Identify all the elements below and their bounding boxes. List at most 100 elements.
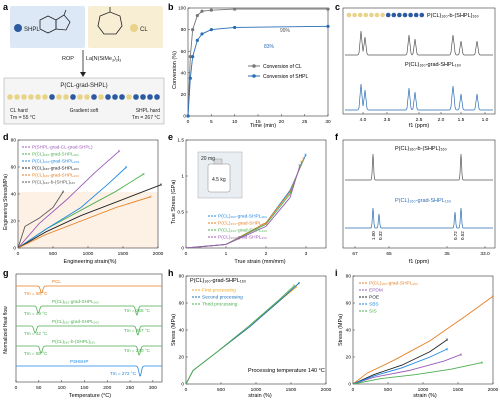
i-ylabel: Stress (MPa): [338, 314, 344, 346]
chain-bead: [111, 93, 119, 101]
data-point: [200, 9, 204, 13]
x-tick-label: 1000: [418, 387, 429, 393]
data-point: [326, 7, 330, 11]
panel-a-scheme: SHPL CL ROP La[N(SiMe3)2]3 P(CL-grad-SHP…: [3, 6, 165, 125]
panel-f-nmr: P(CL)₁₆₀-b-(SHPL)₁₆₀ P(CL)₁₆₀-grad-SHPL₁…: [342, 139, 496, 265]
chain-bead: [125, 93, 133, 101]
h-xlabel: strain (%): [248, 393, 272, 399]
d-xlabel: Engineering strain(%): [64, 259, 117, 265]
shpl-dot-icon: [14, 24, 22, 32]
dsc-tm2-label: Tm = 265 °C: [124, 308, 151, 313]
shpl-structure: [39, 9, 71, 34]
block-bead: [391, 12, 397, 18]
panel-label-f: f: [335, 132, 338, 142]
f-xlabel: f1 (ppm): [409, 259, 430, 265]
data-point: [195, 38, 199, 43]
y-tick-label: 1.5: [177, 138, 184, 144]
legend-label: First processing: [202, 288, 236, 294]
f-tick-label: 67: [352, 251, 358, 257]
data-point: [233, 25, 237, 30]
x-tick-label: 500: [217, 387, 225, 393]
y-tick-label: 0: [183, 114, 186, 120]
nmr-trace: [345, 30, 493, 56]
dsc-trace-label: P(CL)₁₆₀-grad-SHPL₂₀₀: [52, 319, 99, 324]
break-mark: ×: [293, 283, 296, 289]
dsc-trace-label: P3HSHP: [70, 359, 88, 364]
y-tick-label: 0.5: [177, 210, 184, 216]
panel-label-h: h: [168, 268, 174, 278]
h-title: P(CL)₁₆₀-grad-SHPL₁₆₀: [190, 278, 246, 284]
e-inset-scale: 4.5 kg: [212, 177, 226, 183]
block-bead: [346, 12, 352, 18]
plot-frame: [185, 139, 327, 249]
data-point: [191, 55, 195, 59]
c-tick-label: 2.0: [438, 117, 445, 123]
y-tick-label: 80: [179, 274, 185, 280]
series-line: [17, 166, 127, 249]
block-bead: [380, 12, 385, 18]
reaction-arrow-head: [80, 72, 86, 77]
g-tick-label: 0: [15, 385, 18, 391]
y-tick-label: 20: [11, 219, 17, 225]
block-bead: [413, 12, 419, 18]
block-bead: [419, 12, 425, 18]
f-tick-label: 33.0: [480, 251, 490, 257]
f-int-2: 0.32: [378, 231, 383, 240]
segment-shpl-tm: Tm = 267 °C: [132, 115, 161, 121]
chain-bead: [97, 93, 105, 101]
legend-label: P(CL)₁₆₀-b-(SHPL)₁₆₀: [32, 180, 75, 185]
break-mark: ×: [298, 163, 301, 169]
series-line: [187, 8, 328, 117]
panel-g-dsc: Normalized Heat flow Temperature (°C) PC…: [3, 273, 163, 399]
c-tick-label: 1.0: [482, 117, 489, 123]
legend-label: P(CL)₂₀₀-grad-SHPL₁₀₀: [218, 228, 267, 234]
b-ylabel: Conversion (%): [172, 51, 178, 89]
y-tick-label: 0: [13, 246, 16, 252]
chain-bead: [90, 93, 98, 101]
dsc-trace: [16, 305, 162, 316]
jug-cap-icon: [213, 158, 223, 165]
data-point: [326, 24, 330, 28]
dsc-trace-label: P(CL)₁₆₀-grad-SHPL₁₆₀: [52, 299, 99, 304]
series-line: [17, 150, 120, 249]
block-bead: [402, 12, 408, 18]
block-bead: [369, 12, 374, 18]
d-shade: [18, 192, 158, 248]
f-tick-label: 65: [386, 251, 392, 257]
e-inset-mass: 20 mg: [201, 156, 215, 162]
legend-label: P(CL)₁₀₀-grad-SHPL₁₀₀: [218, 235, 267, 241]
y-tick-label: 20: [346, 355, 352, 361]
series-line: [17, 191, 64, 249]
x-tick-label: 20: [279, 119, 285, 125]
break-mark: ×: [160, 183, 163, 189]
polymer-chain: [6, 93, 161, 101]
x-tick-label: 2000: [153, 251, 164, 257]
panel-e-true-stress: True Stress (GPa) True strain (mm/mm) 20…: [171, 138, 327, 265]
y-tick-label: 0: [181, 382, 184, 388]
legend-label: P(SHPL-grad-CL-grad-SHPL): [32, 145, 93, 150]
series-line: [185, 285, 295, 385]
x-tick-label: 1000: [83, 251, 94, 257]
chain-bead: [13, 93, 21, 101]
g-ylabel: Normalized Heat flow: [3, 306, 9, 354]
break-mark: ×: [142, 172, 145, 178]
polymer-box: [3, 77, 165, 125]
segment-cl-hard: CL hard: [10, 108, 28, 114]
chain-bead: [6, 93, 14, 101]
chain-bead: [83, 93, 91, 101]
nmr-trace: [345, 207, 493, 229]
data-point: [191, 28, 195, 32]
g-frame: [15, 273, 163, 383]
panel-label-i: i: [335, 268, 338, 278]
dsc-tm-label: Tm = 55 °C: [24, 351, 48, 356]
dsc-trace-label: PCL: [52, 279, 61, 284]
legend-label: Third processing: [202, 302, 238, 308]
x-tick-label: 0: [187, 119, 190, 125]
b-legend: Conversion of CL Conversion of SHPL: [248, 64, 309, 80]
chain-bead: [118, 93, 126, 101]
y-tick-label: 20: [179, 355, 185, 361]
panel-label-g: g: [3, 268, 9, 278]
x-tick-label: 1500: [286, 387, 297, 393]
x-tick-label: 0: [17, 251, 20, 257]
x-tick-label: 0: [352, 387, 355, 393]
